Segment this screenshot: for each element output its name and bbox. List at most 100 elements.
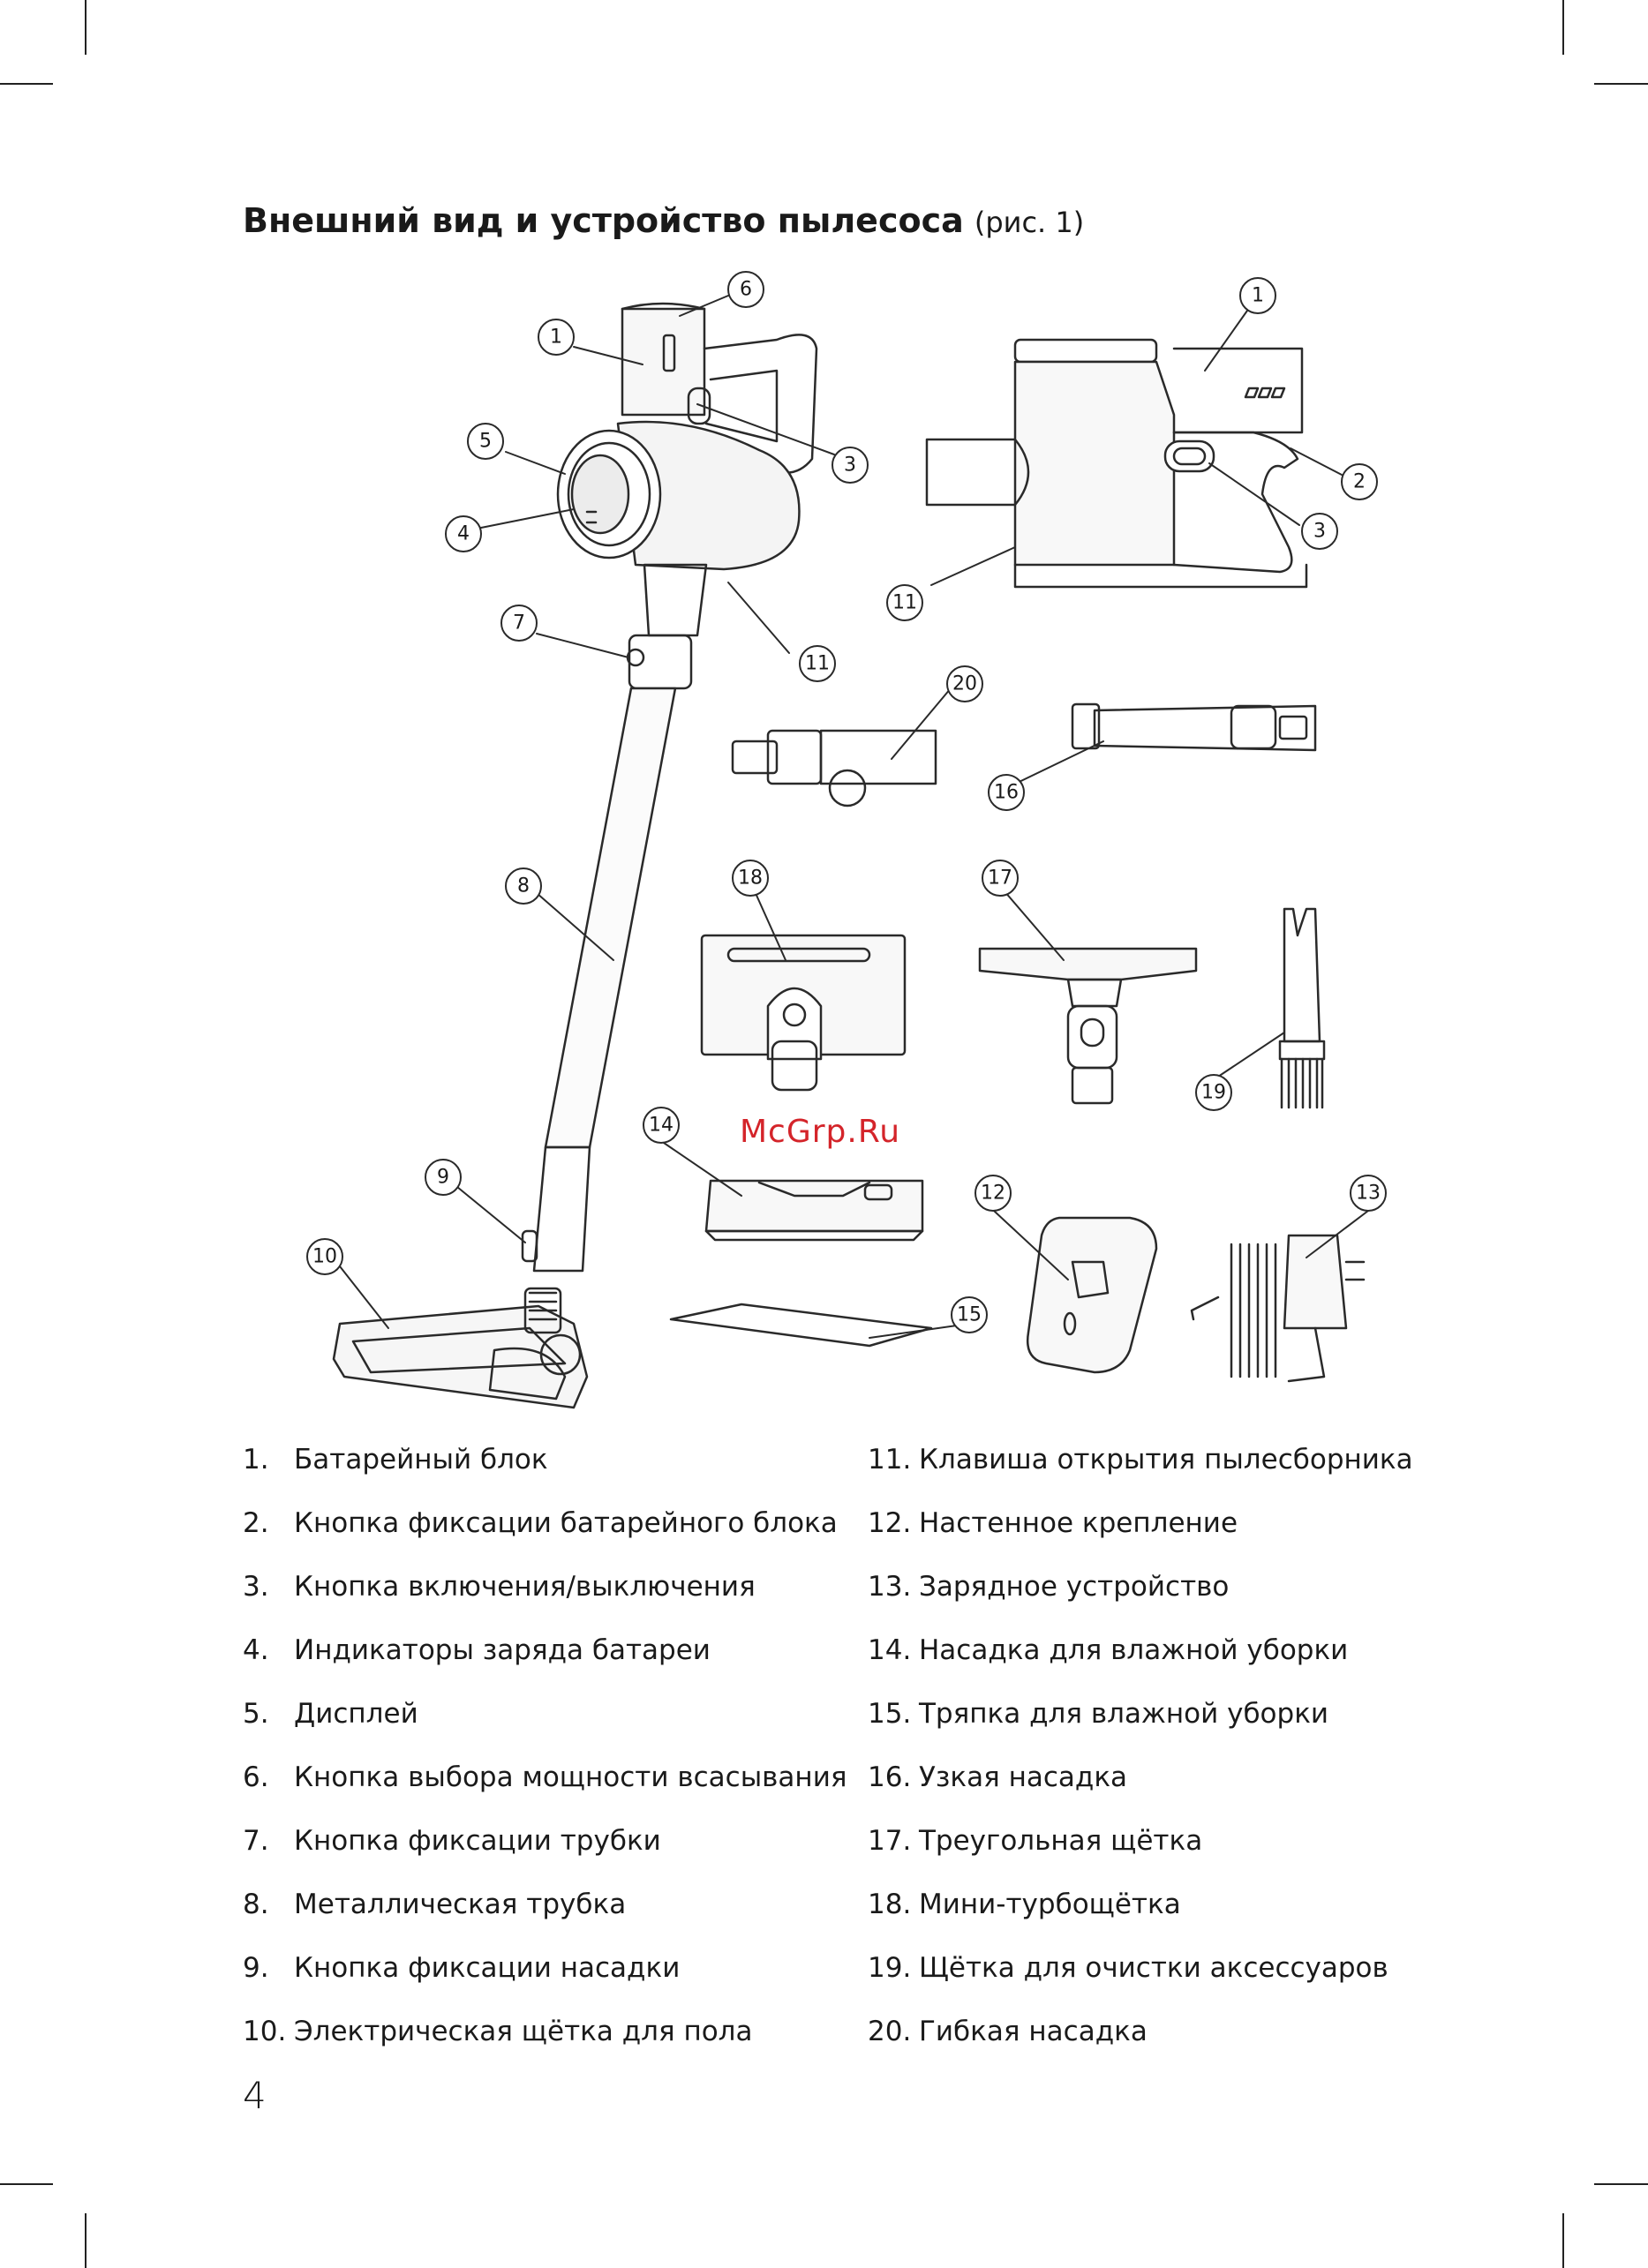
crop-mark (1562, 2213, 1564, 2268)
leader-lines (339, 295, 1369, 1339)
legend-item-text: Настенное крепление (919, 1507, 1238, 1539)
legend-item-number: 3. (243, 1571, 269, 1603)
crop-mark (85, 2213, 87, 2268)
crop-mark (0, 83, 53, 85)
callout-circle-1a (538, 319, 575, 356)
callout-15: 15 (957, 1304, 982, 1326)
legend-item-number: 18. (868, 1889, 912, 1920)
triangular-brush (978, 947, 1198, 1105)
legend-item-number: 11. (868, 1444, 912, 1476)
legend-item-text: Клавиша открытия пылесборника (919, 1444, 1413, 1476)
legend-item-text: Батарейный блок (294, 1444, 548, 1476)
legend-item-text: Кнопка фиксации батарейного блока (294, 1507, 838, 1539)
mini-turbo-brush (700, 934, 907, 1092)
legend-item-number: 4. (243, 1634, 269, 1666)
callout-circle-18 (732, 860, 769, 897)
callout-circle-17 (982, 860, 1019, 897)
callout-circle-4 (445, 515, 482, 552)
callout-circle-7 (500, 605, 538, 642)
legend-item-number: 14. (868, 1634, 912, 1666)
legend-item-text: Узкая насадка (919, 1761, 1128, 1793)
legend-item-text: Индикаторы заряда батареи (294, 1634, 711, 1666)
callout-circle-9 (425, 1159, 462, 1196)
callout-20: 20 (952, 673, 977, 695)
callout-11: 11 (805, 653, 830, 675)
callout-circle-11a (799, 645, 836, 682)
page-title: Внешний вид и устройство пылесоса (рис. … (243, 201, 1084, 240)
callout-circle-6 (727, 271, 764, 308)
crop-mark (1594, 2183, 1648, 2185)
callout-circle-10 (306, 1238, 343, 1275)
callout-9: 9 (437, 1167, 449, 1189)
callout-circle-2 (1341, 463, 1378, 500)
crop-mark (1594, 83, 1648, 85)
title-bold: Внешний вид и устройство пылесоса (243, 201, 964, 240)
legend-item-number: 1. (243, 1444, 269, 1476)
callout-circle-8 (505, 867, 542, 905)
callout-circle-14 (643, 1107, 680, 1144)
callout-14: 14 (649, 1115, 673, 1137)
callout-circle-3a (832, 447, 869, 484)
narrow-nozzle (1071, 702, 1317, 752)
callout-1-right: 1 (1252, 285, 1264, 307)
callout-3: 3 (844, 454, 856, 477)
legend-item-number: 17. (868, 1825, 912, 1857)
title-figure-ref: (рис. 1) (974, 206, 1085, 239)
legend-item-text: Щётка для очистки аксессуаров (919, 1952, 1388, 1984)
callout-circle-1b (1239, 277, 1276, 314)
callout-7: 7 (513, 612, 525, 635)
legend-item-text: Гибкая насадка (919, 2016, 1148, 2047)
callout-10: 10 (312, 1246, 337, 1268)
callout-2: 2 (1353, 471, 1366, 493)
callout-17: 17 (988, 867, 1012, 890)
callout-circle-15 (951, 1296, 988, 1333)
callout-1: 1 (550, 327, 562, 349)
legend-item-number: 20. (868, 2016, 912, 2047)
mop-cloth (669, 1303, 933, 1348)
callout-6: 6 (740, 279, 752, 301)
callout-circle-3b (1301, 513, 1338, 550)
vacuum-assembled (332, 302, 818, 1409)
legend-item-number: 10. (243, 2016, 287, 2047)
vacuum-diagram: 1 6 3 5 4 7 11 8 9 10 1 2 3 11 20 16 18 … (306, 271, 1387, 1409)
legend-item-text: Зарядное устройство (919, 1571, 1230, 1603)
callout-5: 5 (479, 431, 492, 453)
legend-item-number: 9. (243, 1952, 269, 1984)
callout-12: 12 (981, 1183, 1005, 1205)
callout-19: 19 (1201, 1082, 1226, 1104)
legend-item-text: Кнопка фиксации насадки (294, 1952, 681, 1984)
callout-11-right: 11 (892, 592, 917, 614)
legend-item-number: 19. (868, 1952, 912, 1984)
wall-mount (1026, 1216, 1158, 1374)
callout-circle-16 (988, 774, 1025, 811)
callout-18: 18 (738, 867, 763, 890)
legend-item-text: Треугольная щётка (919, 1825, 1203, 1857)
crop-mark (85, 0, 87, 55)
legend-item-text: Мини-турбощётка (919, 1889, 1181, 1920)
legend-item-text: Кнопка фиксации трубки (294, 1825, 661, 1857)
legend-item-text: Металлическая трубка (294, 1889, 627, 1920)
legend-item-number: 16. (868, 1761, 912, 1793)
callout-8: 8 (517, 875, 530, 897)
callout-16: 16 (994, 782, 1019, 804)
watermark: McGrp.Ru (740, 1114, 901, 1150)
legend-item-number: 13. (868, 1571, 912, 1603)
callout-3-right: 3 (1313, 521, 1326, 543)
callout-4: 4 (457, 523, 470, 545)
cleaning-tool (1278, 907, 1326, 1109)
callout-circle-12 (975, 1175, 1012, 1212)
legend-item-number: 6. (243, 1761, 269, 1793)
crop-mark (1562, 0, 1564, 55)
flexible-nozzle (731, 729, 937, 807)
legend-item-number: 15. (868, 1698, 912, 1730)
legend-item-number: 2. (243, 1507, 269, 1539)
crop-mark (0, 2183, 53, 2185)
legend-item-text: Насадка для влажной уборки (919, 1634, 1349, 1666)
legend-item-number: 7. (243, 1825, 269, 1857)
callout-circle-20 (946, 665, 983, 702)
legend-item-number: 12. (868, 1507, 912, 1539)
legend-item-text: Дисплей (294, 1698, 418, 1730)
motor-unit-side (925, 338, 1308, 589)
legend-item-text: Тряпка для влажной уборки (919, 1698, 1329, 1730)
legend-item-text: Кнопка включения/выключения (294, 1571, 756, 1603)
